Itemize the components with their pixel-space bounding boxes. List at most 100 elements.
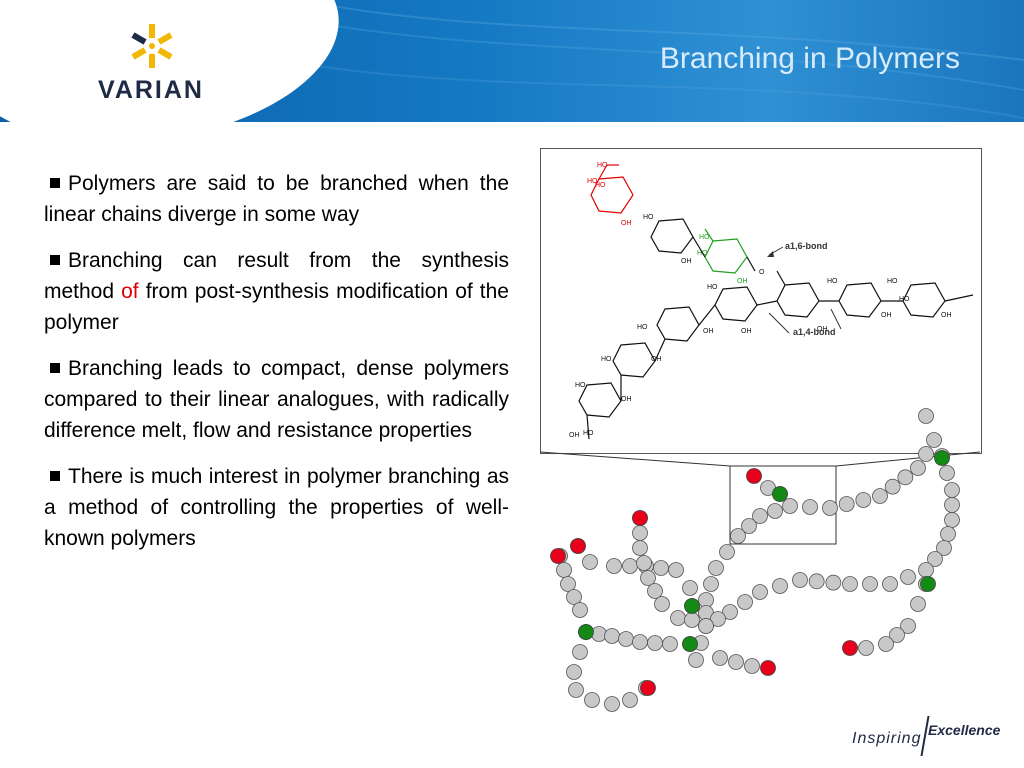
polymer-branch-bead: [934, 450, 950, 466]
polymer-bead: [927, 551, 943, 567]
polymer-bead: [730, 528, 746, 544]
polymer-bead: [792, 572, 808, 588]
label-ho: HO: [587, 178, 598, 185]
polymer-bead: [802, 499, 818, 515]
bond-16-label: a1,6-bond: [785, 241, 828, 251]
polymer-bead: [606, 558, 622, 574]
polymer-bead: [632, 540, 648, 556]
polymer-end-bead: [842, 640, 858, 656]
polymer-bead: [936, 540, 952, 556]
label-ho: HO: [575, 382, 586, 389]
polymer-bead: [737, 594, 753, 610]
label-oh: OH: [817, 326, 828, 333]
varian-logo: VARIAN: [0, 0, 300, 122]
polymer-branch-bead: [684, 598, 700, 614]
polymer-bead: [767, 503, 783, 519]
polymer-bead: [684, 612, 700, 628]
slide-title: Branching in Polymers: [659, 42, 960, 75]
polymer-bead: [604, 696, 620, 712]
polymer-bead: [782, 498, 798, 514]
polymer-branch-bead: [920, 576, 936, 592]
polymer-bead: [722, 604, 738, 620]
polymer-bead: [939, 465, 955, 481]
bullet-item: Polymers are said to be branched when th…: [44, 168, 509, 230]
polymer-end-bead: [632, 510, 648, 526]
polymer-end-bead: [760, 660, 776, 676]
polymer-bead: [636, 555, 652, 571]
polymer-bead: [842, 576, 858, 592]
polymer-bead: [710, 611, 726, 627]
polymer-bead: [604, 628, 620, 644]
polymer-bead: [572, 602, 588, 618]
bead-chains: [550, 408, 960, 712]
polymer-end-bead: [746, 468, 762, 484]
bullet-item: Branching leads to compact, dense polyme…: [44, 353, 509, 446]
polymer-bead: [682, 580, 698, 596]
glycogen-structure: HO HO HO OH HO HO OH: [569, 162, 974, 440]
red-sugar-ring: [590, 164, 634, 214]
polymer-bead: [808, 573, 825, 590]
bullet-list: Polymers are said to be branched when th…: [44, 168, 509, 569]
polymer-bead: [889, 627, 905, 643]
label-oh: OH: [703, 328, 714, 335]
polymer-bead: [662, 636, 678, 652]
label-oh: OH: [681, 258, 692, 265]
polymer-bead: [855, 492, 872, 508]
polymer-bead: [772, 578, 788, 594]
label-ho: HO: [637, 324, 648, 331]
polymer-bead: [582, 554, 598, 570]
polymer-bead: [878, 636, 894, 652]
bullet-square-icon: [50, 363, 60, 374]
zoom-line-right: [835, 451, 981, 467]
footer-excellence: Excellence: [928, 722, 1001, 738]
label-oh: OH: [569, 432, 580, 439]
polymer-bead: [703, 576, 719, 592]
bullet-text: Branching leads to compact, dense polyme…: [44, 357, 509, 442]
slide-header: VARIAN Branching in Polymers: [0, 0, 1024, 122]
bullet-text: from post-synthesis modification of the …: [44, 280, 509, 334]
polymer-end-bead: [640, 680, 656, 696]
polymer-bead: [653, 560, 669, 576]
polymer-bead: [568, 682, 584, 698]
polymer-bead: [708, 560, 724, 576]
polymer-branch-bead: [772, 486, 788, 502]
polymer-bead: [838, 496, 855, 512]
polymer-bead: [584, 692, 600, 708]
polymer-bead: [622, 558, 638, 574]
polymer-bead: [591, 626, 607, 642]
polymer-bead: [918, 408, 934, 424]
polymer-branch-bead: [682, 636, 698, 652]
polymer-bead: [728, 654, 744, 670]
label-ho: HO: [643, 214, 654, 221]
polymer-bead: [632, 634, 648, 650]
polymer-bead: [719, 544, 735, 560]
polymer-bead: [647, 583, 663, 599]
bond-16-arrowhead: [767, 251, 774, 257]
polymer-bead: [872, 488, 888, 504]
polymer-bead: [882, 576, 898, 592]
polymer-bead: [918, 446, 934, 462]
bond-14-arrow-right: [830, 308, 842, 330]
polymer-bead: [918, 562, 934, 578]
bond-14-arrow-left: [768, 312, 790, 334]
polymer-bead: [744, 658, 760, 674]
polymer-bead-diagram: [539, 408, 981, 712]
polymer-bead: [900, 569, 916, 585]
label-ho: HO: [827, 278, 838, 285]
label-ho: HO: [601, 356, 612, 363]
label-oh: OH: [737, 278, 748, 285]
bullet-text: Polymers are said to be branched when th…: [44, 172, 509, 226]
bullet-square-icon: [50, 178, 60, 189]
black-sugar-rings: [578, 218, 974, 440]
polymer-bead: [560, 576, 576, 592]
label-ho: HO: [597, 162, 608, 169]
label-ho: HO: [887, 278, 898, 285]
label-oh: OH: [881, 312, 892, 319]
polymer-bead: [825, 574, 842, 591]
bullet-item: Branching can result from the synthesis …: [44, 245, 509, 338]
zoom-line-left: [539, 451, 731, 467]
polymer-bead: [940, 526, 956, 542]
polymer-bead: [741, 518, 757, 534]
label-oh: OH: [741, 328, 752, 335]
label-ho: HO: [899, 296, 910, 303]
